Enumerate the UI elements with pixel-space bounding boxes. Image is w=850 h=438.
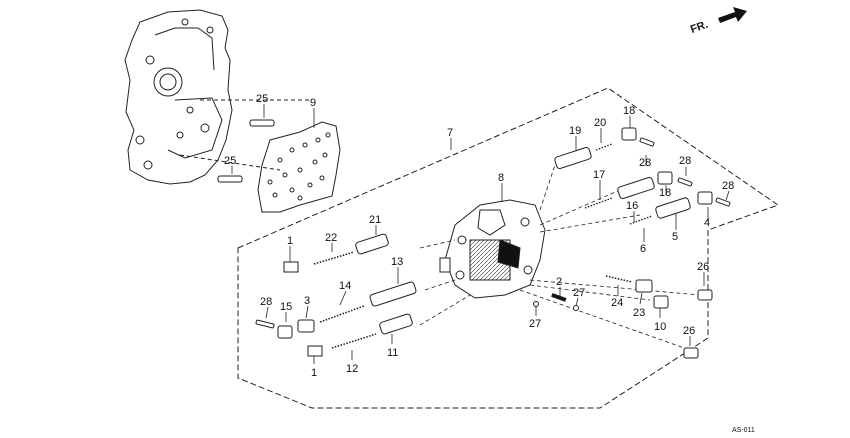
callout-28-upper: 28 [639,157,651,169]
callout-7: 7 [447,127,453,139]
direction-label: FR. [689,19,710,36]
separator-plate [257,121,341,213]
part-1-clip-upper [283,261,299,273]
callout-25-upper: 25 [256,93,268,105]
part-18-plug-lower [657,171,673,185]
callout-28-right: 28 [722,180,734,192]
callout-9: 9 [310,97,316,109]
axis-lines [419,164,701,351]
callout-12: 12 [346,363,358,375]
callout-18-lower: 18 [659,187,671,199]
part-26-plug-upper [697,289,713,301]
callout-25-lower: 25 [224,155,236,167]
callout-20: 20 [594,117,606,129]
callout-27-b: 27 [529,318,541,330]
callout-27-a: 27 [573,287,585,299]
part-16-valve-body [617,177,655,199]
callout-3: 3 [304,295,310,307]
callout-19: 19 [569,125,581,137]
part-15-plug [277,325,293,339]
part-22-spring [313,251,355,265]
main-valve-body [439,199,546,299]
part-11-valve [379,313,413,335]
dowel-pin-lower [217,175,243,183]
part-23-plug [635,279,653,293]
callout-18-upper: 18 [623,105,635,117]
part-14-spring [319,305,365,323]
callout-1-lower: 1 [311,367,317,379]
front-direction-arrow: FR. [689,7,747,36]
part-18-plug-upper [621,127,637,141]
part-16-spring [629,215,653,225]
callout-26-upper: 26 [697,261,709,273]
part-28-pin-upper [639,137,655,147]
part-27-ball-b [533,301,539,307]
part-26-plug-lower [683,347,699,359]
callout-21: 21 [369,214,381,226]
transmission-housing [124,9,310,185]
dowel-pin-upper [249,119,275,127]
part-28-pin-left [255,319,275,329]
callout-16: 16 [626,200,638,212]
part-1-clip-lower [307,345,323,357]
part-5-valve [655,197,691,219]
part-24-spring [605,275,633,283]
callout-17: 17 [593,169,605,181]
callout-23: 23 [633,307,645,319]
part-20-spring [595,143,613,151]
callout-24: 24 [611,297,623,309]
figure-code: AS-011 [732,427,755,434]
part-19-valve [554,147,592,169]
callout-4: 4 [704,217,710,229]
part-10-cap [653,295,669,309]
part-27-ball-a [573,305,579,311]
callout-1-upper: 1 [287,235,293,247]
callout-28-middle: 28 [679,155,691,167]
part-21-valve [355,233,389,255]
callout-11: 11 [387,347,398,359]
callout-15: 15 [280,301,292,313]
callout-2: 2 [556,276,562,288]
callout-8: 8 [498,172,504,184]
callout-6: 6 [640,243,646,255]
callout-22: 22 [325,232,337,244]
callout-26-lower: 26 [683,325,695,337]
part-13-valve [369,281,417,307]
part-12-spring [331,333,377,349]
callout-13: 13 [391,256,403,268]
callout-5: 5 [672,231,678,243]
callouts: 25 9 25 7 8 1 22 21 13 14 3 15 28 1 12 1… [224,93,734,379]
part-3-plug [297,319,315,333]
callout-28-left: 28 [260,296,272,308]
leader-lines [231,104,730,364]
part-28-pin-right [715,197,731,207]
part-2-pin [551,293,567,302]
assembly-boundary [237,87,780,409]
callout-10: 10 [654,321,666,333]
part-4-plug [697,191,713,205]
callout-14: 14 [339,280,351,292]
part-28-pin-middle [677,177,693,187]
